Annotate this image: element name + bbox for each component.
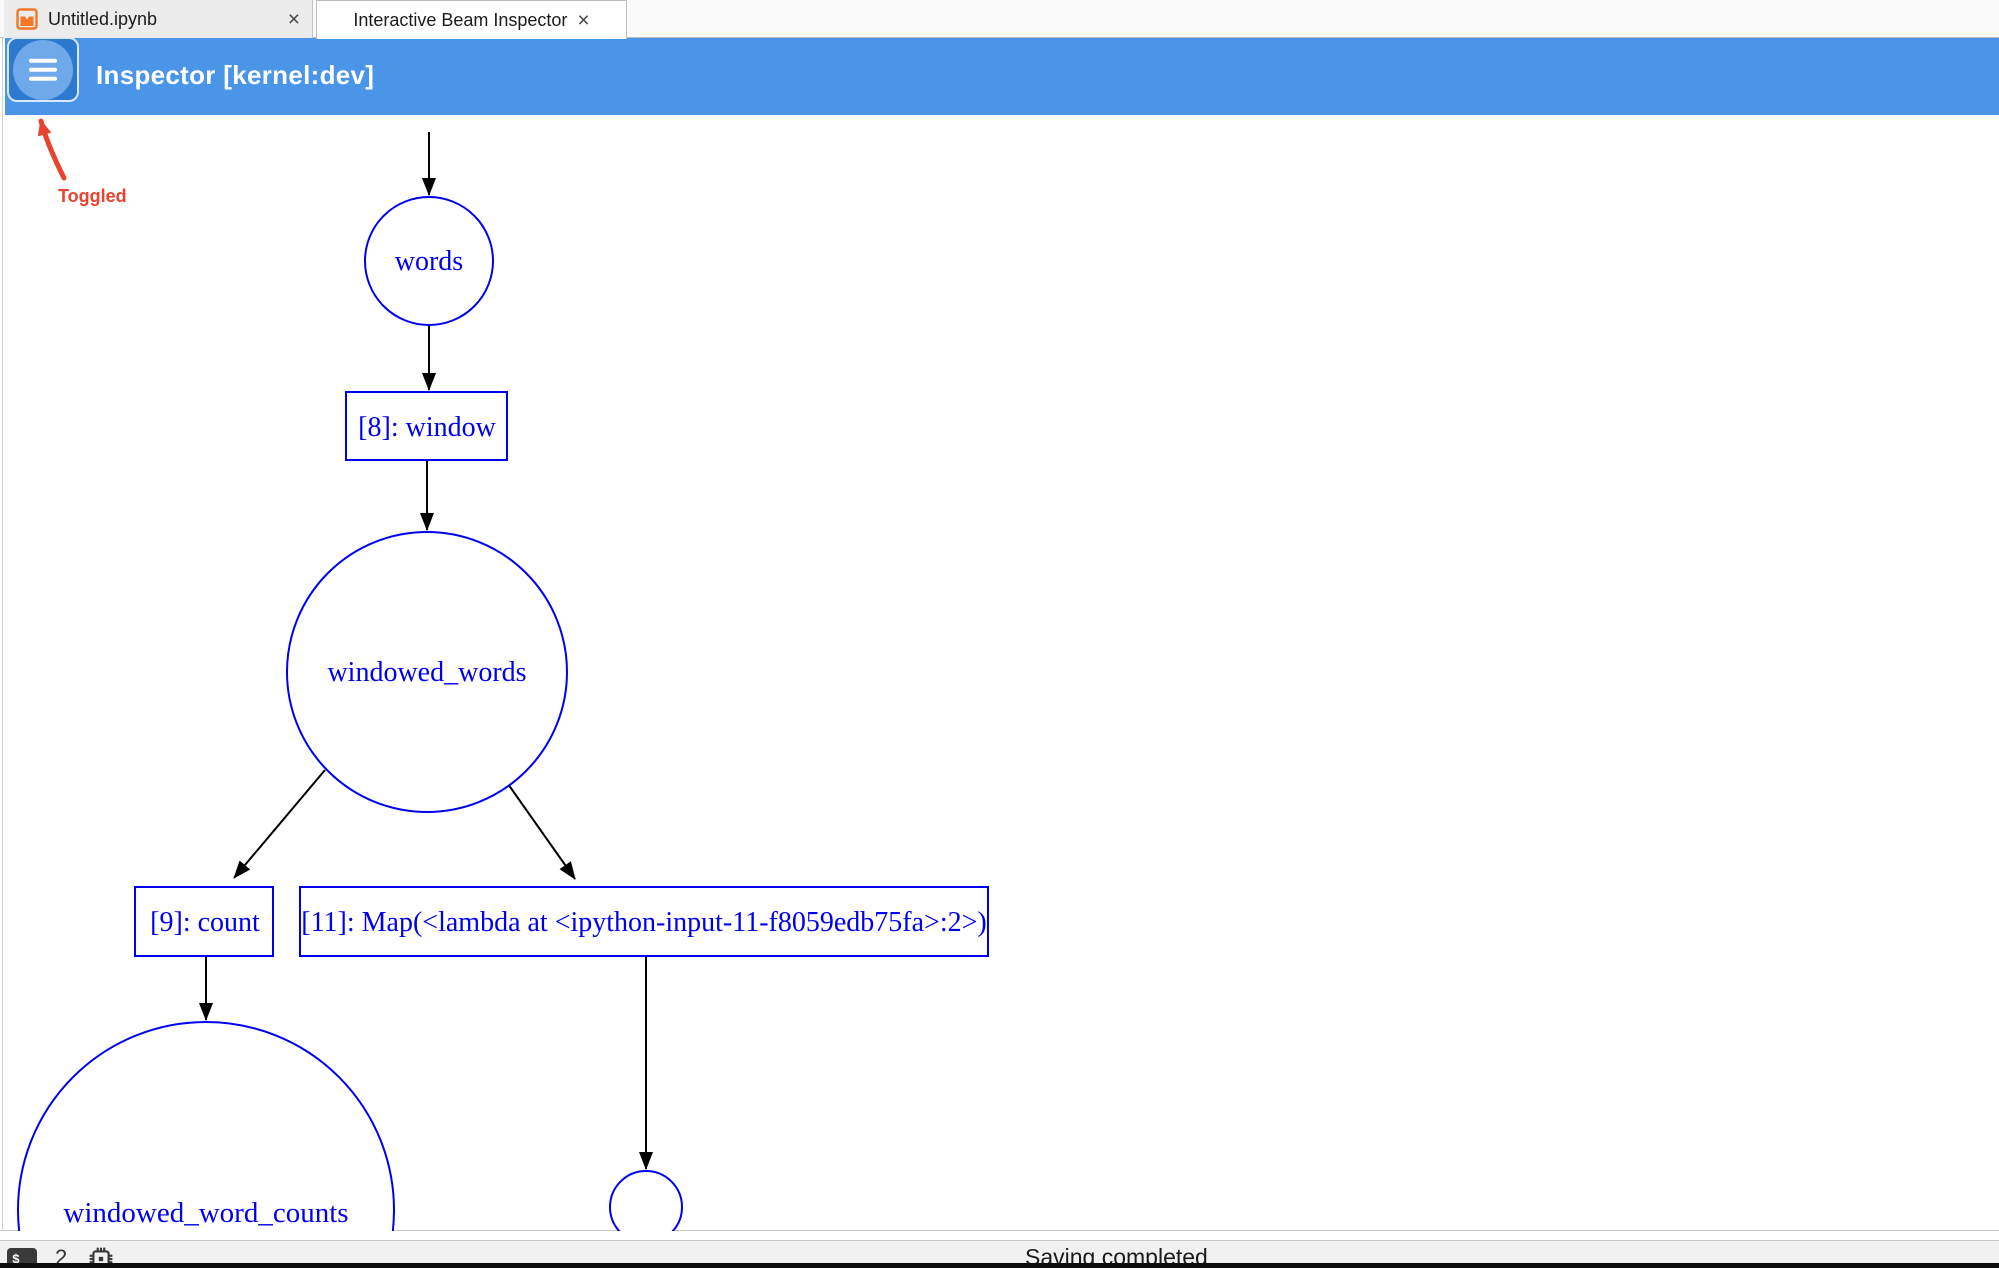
node-words[interactable] xyxy=(364,196,494,326)
inspector-header xyxy=(5,38,1999,115)
node-windowed-word-counts[interactable] xyxy=(17,1021,395,1231)
annotation-toggled: Toggled xyxy=(58,186,127,206)
node-window[interactable] xyxy=(345,391,508,461)
node-windowed-words[interactable] xyxy=(286,531,568,813)
tab-bar: Untitled.ipynb × Interactive Beam Inspec… xyxy=(0,0,1999,39)
menu-toggle-button[interactable] xyxy=(7,37,79,102)
terminal-count: 2 xyxy=(55,1245,68,1268)
node-map[interactable] xyxy=(299,886,989,957)
node-map-output[interactable] xyxy=(609,1170,683,1231)
pipeline-graph: words [8]: window windowed_words [9]: co… xyxy=(17,118,989,1231)
tab-untitled-notebook[interactable]: Untitled.ipynb × xyxy=(4,0,313,38)
inspector-title: Inspector [kernel:dev] xyxy=(96,60,375,90)
close-icon[interactable]: × xyxy=(287,7,300,31)
tab-label: Interactive Beam Inspector xyxy=(353,9,568,30)
node-count[interactable] xyxy=(134,886,274,957)
screen-bottom-edge xyxy=(0,1263,1999,1268)
tab-interactive-beam-inspector[interactable]: Interactive Beam Inspector × xyxy=(316,0,627,39)
tab-label: Untitled.ipynb xyxy=(48,8,158,29)
notebook-icon xyxy=(16,8,38,30)
close-icon[interactable]: × xyxy=(577,8,590,32)
hamburger-menu-icon xyxy=(29,58,57,81)
panel-left-border xyxy=(2,38,3,1231)
